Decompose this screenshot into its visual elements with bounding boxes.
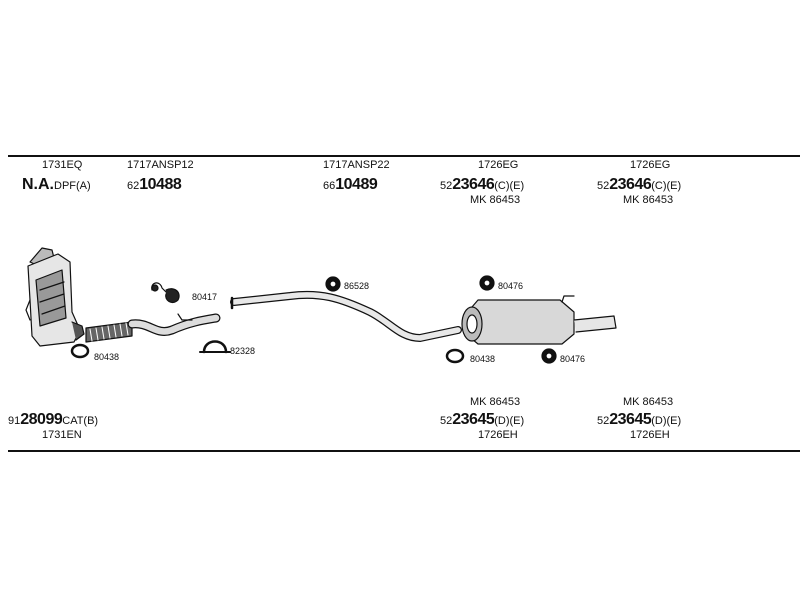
hanger-drawing bbox=[151, 282, 180, 304]
ref-label-col3: 1717ANSP22 bbox=[323, 159, 390, 171]
mk-label-col5: MK 86453 bbox=[623, 194, 674, 206]
part-number-bottom-col1: 9128099CAT(B) bbox=[8, 412, 98, 428]
part-number-suffix: (D)(E) bbox=[651, 415, 682, 427]
part-label-86528: 86528 bbox=[344, 281, 370, 291]
part-number-suffix: (C)(E) bbox=[494, 180, 525, 192]
part-number-prefix: 91 bbox=[8, 415, 21, 427]
ref-label-col4: 1726EG bbox=[478, 159, 519, 171]
part-number-main: 10489 bbox=[335, 176, 378, 193]
ref-label-col5: 1726EG bbox=[630, 159, 671, 171]
ref-label-bottom-col5: 1726EH bbox=[630, 429, 670, 441]
ref-label-col1: 1731EQ bbox=[42, 159, 83, 171]
rubber-mount-80476b bbox=[541, 348, 557, 364]
front-pipe-drawing bbox=[85, 313, 221, 343]
part-number-suffix: (D)(E) bbox=[494, 415, 525, 427]
rubber-mount-86528 bbox=[325, 276, 341, 292]
part-number-prefix: 52 bbox=[440, 180, 453, 192]
part-number-main: 23646 bbox=[452, 176, 495, 193]
part-number-main: 23645 bbox=[609, 411, 652, 428]
ref-label-bottom-col4: 1726EH bbox=[478, 429, 518, 441]
part-label-80438b: 80438 bbox=[470, 354, 496, 364]
part-number-col2: 6210488 bbox=[127, 176, 182, 193]
part-number-suffix: DPF(A) bbox=[54, 180, 91, 192]
part-number-prefix: 52 bbox=[597, 415, 610, 427]
ref-label-col2: 1717ANSP12 bbox=[127, 159, 194, 171]
part-label-80438a: 80438 bbox=[94, 352, 120, 362]
middle-pipe-drawing bbox=[230, 290, 462, 342]
mk-label-col4: MK 86453 bbox=[470, 194, 521, 206]
mk-label-bottom-col4: MK 86453 bbox=[470, 396, 521, 408]
part-label-80476b: 80476 bbox=[560, 354, 586, 364]
part-number-bottom-col5: 5223645(D)(E) bbox=[597, 412, 681, 428]
part-number-main: 28099 bbox=[20, 411, 63, 428]
part-number-prefix: 66 bbox=[323, 180, 336, 192]
rubber-mount-80476a bbox=[479, 275, 495, 291]
part-number-prefix: 62 bbox=[127, 180, 140, 192]
part-number-main: 23646 bbox=[609, 176, 652, 193]
bottom-divider bbox=[8, 450, 800, 452]
part-label-80417: 80417 bbox=[192, 292, 218, 302]
part-number-col4: 5223646(C)(E) bbox=[440, 177, 524, 193]
part-label-80476a: 80476 bbox=[498, 281, 524, 291]
part-label-82328: 82328 bbox=[230, 346, 256, 356]
catalytic-converter-drawing bbox=[25, 247, 85, 347]
part-number-main: N.A. bbox=[22, 176, 54, 193]
part-number-prefix: 52 bbox=[597, 180, 610, 192]
sealing-ring-80438a bbox=[70, 343, 90, 359]
part-number-suffix: (C)(E) bbox=[651, 180, 682, 192]
mk-label-bottom-col5: MK 86453 bbox=[623, 396, 674, 408]
part-number-bottom-col4: 5223645(D)(E) bbox=[440, 412, 524, 428]
part-number-col1: N.A.DPF(A) bbox=[22, 177, 91, 193]
clamp-drawing bbox=[199, 340, 231, 354]
ref-label-bottom-col1: 1731EN bbox=[42, 429, 82, 441]
top-divider bbox=[8, 155, 800, 157]
sealing-ring-80438b bbox=[445, 348, 465, 364]
part-number-col3: 6610489 bbox=[323, 176, 378, 193]
part-number-suffix: CAT(B) bbox=[62, 415, 99, 427]
part-number-prefix: 52 bbox=[440, 415, 453, 427]
part-number-main: 23645 bbox=[452, 411, 495, 428]
part-number-col5: 5223646(C)(E) bbox=[597, 177, 681, 193]
part-number-main: 10488 bbox=[139, 176, 182, 193]
rear-silencer-drawing bbox=[461, 295, 617, 345]
